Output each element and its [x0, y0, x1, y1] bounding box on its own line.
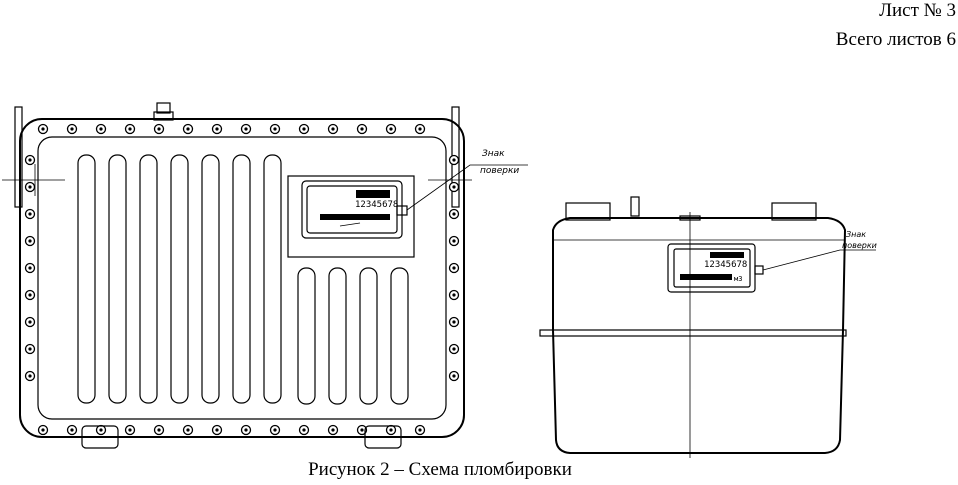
rib	[328, 267, 347, 405]
counter-window	[287, 175, 415, 258]
side-body	[552, 217, 847, 454]
rib	[108, 154, 127, 404]
meter-front-view: 12345678 Знак поверки	[2, 102, 528, 449]
rib	[297, 267, 316, 405]
seal-leader-line	[406, 164, 528, 211]
rib	[170, 154, 189, 404]
rib	[390, 267, 409, 405]
cover-ribs	[77, 154, 409, 405]
bottom-connection-left	[81, 425, 119, 449]
inner-cover	[37, 136, 447, 420]
top-fitting	[156, 102, 171, 114]
side-seal-label-line2: поверки	[842, 241, 877, 250]
meter-side-view: 12345678 м3 Знак поверки	[539, 196, 877, 458]
rib	[232, 154, 251, 404]
counter-reading: 12345678	[355, 200, 398, 210]
top-nozzle-left	[565, 202, 611, 221]
seal-label-line1: Знак	[482, 149, 505, 159]
sheet-number: Лист № 3	[879, 0, 956, 21]
seal	[396, 205, 408, 216]
seal-label-line2: поверки	[480, 166, 519, 176]
figure-caption: Рисунок 2 – Схема пломбировки	[308, 459, 572, 480]
outer-flange	[19, 118, 465, 438]
side-seal-leader-line	[762, 249, 876, 271]
rib	[139, 154, 158, 404]
rib	[263, 154, 282, 404]
side-counter-reading: 12345678	[704, 260, 747, 270]
side-seal	[754, 265, 764, 275]
sheets-total: Всего листов 6	[835, 29, 956, 50]
flange-bolts	[24, 123, 460, 436]
rib	[77, 154, 96, 404]
rib	[201, 154, 220, 404]
bottom-connection-right	[364, 425, 402, 449]
side-counter-unit: м3	[734, 275, 742, 283]
middle-flange	[539, 329, 847, 337]
rib	[359, 267, 378, 405]
top-nozzle-right	[771, 202, 817, 221]
left-bracket	[14, 106, 23, 208]
side-seal-label-line1: Знак	[846, 230, 866, 239]
